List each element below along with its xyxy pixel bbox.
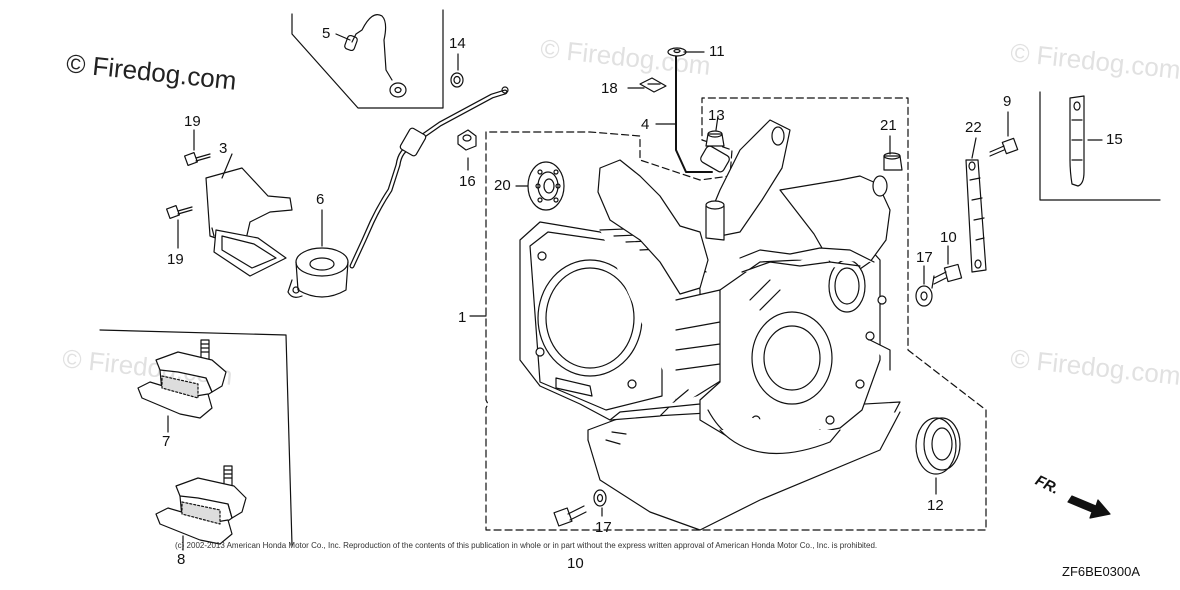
- strap-15-icon: [1069, 95, 1085, 187]
- plug-21-icon: [883, 155, 903, 171]
- strap-22-icon: [965, 159, 987, 273]
- bolt-19-icon: [165, 204, 181, 220]
- nut-16-icon: [457, 129, 477, 151]
- callout-part-21: 21: [880, 117, 897, 134]
- washer-17-bottom-icon: [593, 489, 607, 507]
- front-arrow-icon: [1067, 495, 1111, 519]
- callout-part-3: 3: [219, 140, 228, 157]
- callout-part-17-right: 17: [916, 249, 933, 266]
- callout-part-11: 11: [709, 43, 725, 60]
- callout-part-18: 18: [601, 80, 618, 97]
- assembly-boundary: [485, 97, 987, 531]
- callout-part-5: 5: [322, 25, 331, 42]
- diagram-code: ZF6BE0300A: [1062, 564, 1141, 579]
- callout-part-10-right: 10: [940, 229, 957, 246]
- callout-part-4: 4: [641, 116, 650, 133]
- bolt-19-icon: [183, 151, 199, 167]
- callout-part-16: 16: [459, 173, 476, 190]
- callout-part-19-top: 19: [184, 113, 201, 130]
- bolt-10-icon: [931, 263, 963, 289]
- callout-part-10-bottom: 10: [567, 555, 584, 572]
- callout-part-20: 20: [494, 177, 511, 194]
- rod-4-icon: [675, 51, 713, 173]
- callout-part-14: 14: [449, 35, 466, 52]
- bearing-20-icon: [527, 161, 565, 211]
- nut-13-icon: [705, 133, 725, 147]
- callout-part-22: 22: [965, 119, 982, 136]
- washer-17-icon: [915, 285, 933, 307]
- callout-part-13: 13: [708, 107, 725, 124]
- callout-part-8: 8: [177, 551, 186, 568]
- engine-mount-7-icon: [137, 339, 227, 419]
- wire-cable-icon: [351, 14, 393, 81]
- washer-14-icon: [450, 72, 464, 88]
- callout-part-17-bottom: 17: [595, 519, 612, 536]
- group-box-mounts: [99, 329, 293, 546]
- oil-seal-12-icon: [915, 417, 961, 475]
- callout-part-9: 9: [1003, 93, 1012, 110]
- cable-6-outer: [349, 89, 508, 269]
- bolt-9-icon: [989, 137, 1019, 157]
- group-box-strap: [1039, 91, 1161, 201]
- wire-terminal-icon: [389, 82, 407, 98]
- callout-part-6: 6: [316, 191, 325, 208]
- callout-part-12: 12: [927, 497, 944, 514]
- callout-part-19-bottom: 19: [167, 251, 184, 268]
- crankcase-1-icon: [519, 119, 901, 531]
- engine-mount-8-icon: [155, 465, 247, 545]
- bolt-10-bottom-icon: [553, 505, 587, 527]
- callout-part-1: 1: [458, 309, 467, 326]
- callout-part-15: 15: [1106, 131, 1123, 148]
- clip-18-icon: [639, 77, 667, 93]
- group-box-wire: [291, 9, 444, 109]
- callout-part-7: 7: [162, 433, 171, 450]
- sensor-6-icon: [295, 247, 349, 277]
- copyright-notice: (c) 2002-2013 American Honda Motor Co., …: [175, 541, 878, 550]
